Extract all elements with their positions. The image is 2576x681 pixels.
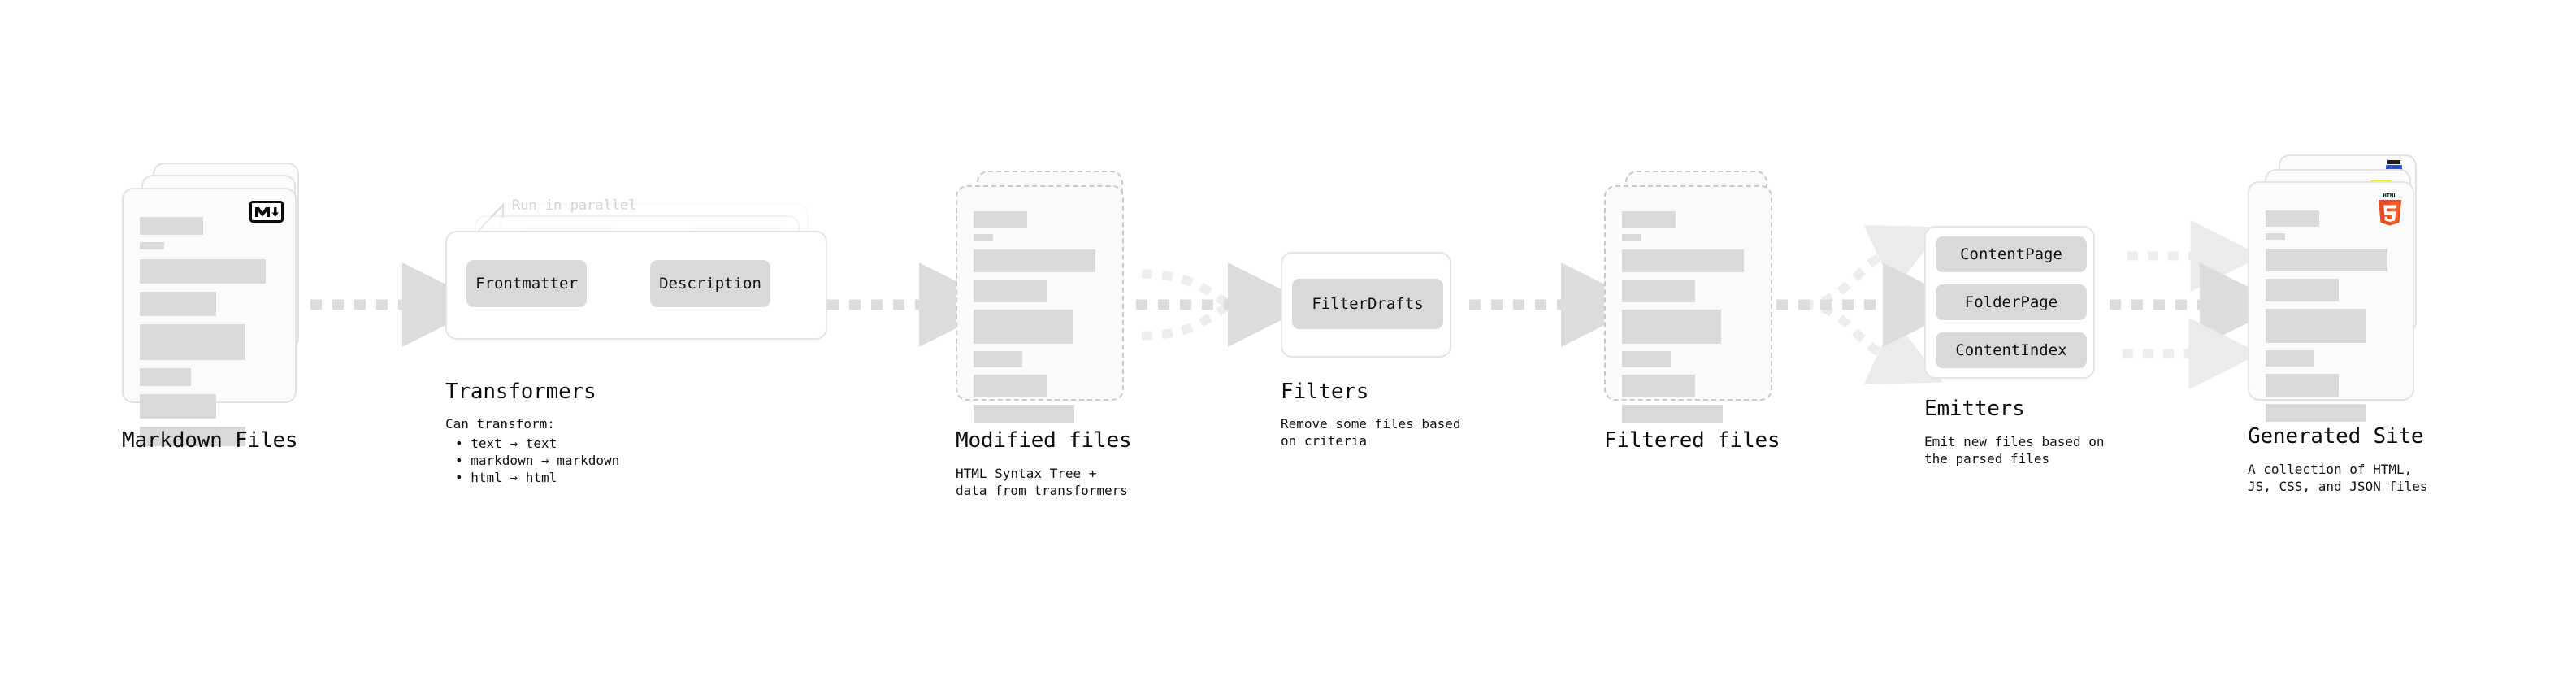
transformer-pill-frontmatter[interactable]: Frontmatter (466, 260, 587, 307)
filtered-files-label: Filtered files (1604, 428, 1780, 453)
filter-pill-filterdrafts[interactable]: FilterDrafts (1292, 279, 1443, 329)
markdown-files-label: Markdown Files (122, 428, 298, 453)
transformers-box: Frontmatter Description (445, 231, 827, 340)
modified-files-stack (956, 171, 1143, 423)
emitter-pill-contentpage[interactable]: ContentPage (1936, 236, 2087, 272)
modified-files-label: Modified files (956, 428, 1132, 453)
doc-content-lines (140, 217, 280, 446)
emitter-pill-folderpage[interactable]: FolderPage (1936, 284, 2087, 320)
generated-site-label: Generated Site (2248, 424, 2424, 449)
emitter-pill-contentindex[interactable]: ContentIndex (1936, 332, 2087, 368)
transformer-pill-description[interactable]: Description (650, 260, 770, 307)
modified-card-front (956, 185, 1124, 423)
arrow-filtered-to-emitters (1776, 225, 1967, 384)
doc-content-lines (1622, 211, 1756, 423)
css-icon (2386, 160, 2402, 171)
transformers-group: Frontmatter Description (445, 195, 827, 358)
site-card-html: HTML (2248, 181, 2414, 422)
arrow-emitters-to-site (2110, 220, 2284, 389)
transformers-bullet-1: • markdown → markdown (455, 453, 620, 468)
transformers-desc-head: Can transform: (445, 416, 555, 432)
markdown-card-front (122, 188, 297, 446)
emitters-box: ContentPage FolderPage ContentIndex (1924, 226, 2095, 379)
filters-label: Filters (1281, 380, 1369, 404)
emitters-description: Emit new files based on the parsed files (1924, 434, 2105, 466)
transformers-label: Transformers (445, 380, 596, 404)
filtered-files-stack (1604, 171, 1791, 423)
arrow-modified-to-filters (1136, 262, 1312, 347)
emitters-label: Emitters (1924, 397, 2025, 421)
doc-content-lines (2266, 210, 2398, 422)
markdown-icon (249, 201, 284, 223)
run-in-parallel-annotation: Run in parallel (512, 197, 637, 214)
markdown-files-stack (122, 163, 317, 446)
doc-content-lines (974, 211, 1108, 423)
generated-site-stack: HTML (2248, 154, 2451, 422)
svg-text:HTML: HTML (2383, 193, 2397, 199)
filtered-card-front (1604, 185, 1772, 423)
generated-site-description: A collection of HTML, JS, CSS, and JSON … (2248, 462, 2428, 494)
filters-box: FilterDrafts (1281, 252, 1451, 358)
transformers-bullet-0: • text → text (455, 436, 557, 451)
transformers-bullet-2: • html → html (455, 470, 557, 485)
modified-files-description: HTML Syntax Tree + data from transformer… (956, 466, 1128, 498)
transformers-description: Can transform: • text → text • markdown … (445, 415, 619, 486)
filters-description: Remove some files based on criteria (1281, 416, 1461, 449)
html5-icon: HTML (2376, 191, 2404, 227)
